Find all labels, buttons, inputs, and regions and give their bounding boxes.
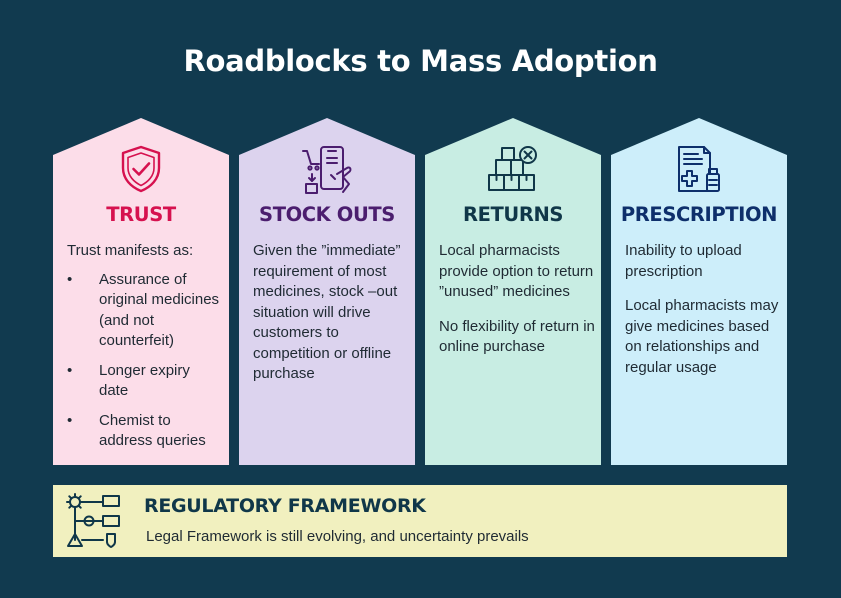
- card-heading: PRESCRIPTION: [620, 203, 778, 226]
- card-heading: RETURNS: [462, 203, 564, 226]
- list-item: Chemist to address queries: [67, 411, 223, 452]
- workflow-icon: [66, 493, 120, 548]
- card-stock-outs: STOCK OUTS Given the ”immediate” require…: [239, 118, 415, 465]
- card-heading: TRUST: [106, 203, 176, 226]
- card-paragraph: No flexibility of return in online purch…: [439, 317, 595, 356]
- card-paragraph: Inability to upload prescription: [625, 242, 742, 280]
- card-paragraph: Given the ”immediate” requirement of mos…: [253, 242, 401, 382]
- card-prescription: PRESCRIPTION Inability to upload prescri…: [611, 118, 787, 465]
- card-body: Local pharmacists provide option to retu…: [439, 241, 595, 372]
- card-paragraph: Local pharmacists may give medicines bas…: [625, 297, 779, 376]
- card-returns: RETURNS Local pharmacists provide option…: [425, 118, 601, 465]
- card-intro: Trust manifests as:: [67, 242, 194, 259]
- bullet-list: Assurance of original medicines (and not…: [67, 270, 223, 452]
- card-body: Trust manifests as: Assurance of origina…: [67, 241, 223, 461]
- regulatory-banner: REGULATORY FRAMEWORK Legal Framework is …: [53, 485, 787, 557]
- shield-check-icon: [121, 145, 161, 193]
- list-item: Longer expiry date: [67, 361, 223, 402]
- card-paragraph: Local pharmacists provide option to retu…: [439, 242, 594, 300]
- card-body: Given the ”immediate” requirement of mos…: [253, 241, 409, 399]
- card-body: Inability to upload prescription Local p…: [625, 241, 781, 392]
- card-heading: STOCK OUTS: [259, 203, 395, 226]
- prescription-icon: [678, 146, 720, 192]
- regulatory-heading: REGULATORY FRAMEWORK: [144, 495, 426, 517]
- regulatory-text: Legal Framework is still evolving, and u…: [146, 528, 529, 545]
- mobile-shopping-icon: [302, 146, 352, 194]
- page-title: Roadblocks to Mass Adoption: [183, 44, 658, 78]
- list-item: Assurance of original medicines (and not…: [67, 270, 223, 352]
- card-trust: TRUST Trust manifests as: Assurance of o…: [53, 118, 229, 465]
- boxes-cancel-icon: [488, 146, 537, 191]
